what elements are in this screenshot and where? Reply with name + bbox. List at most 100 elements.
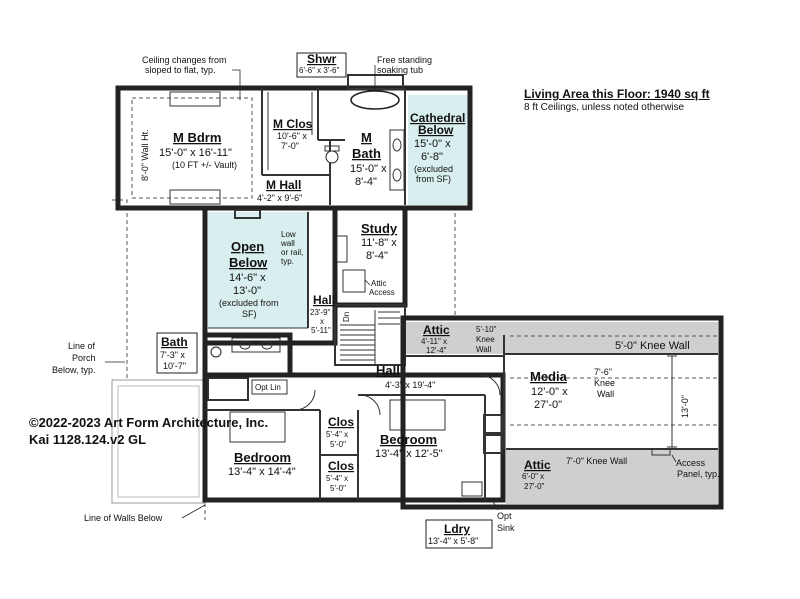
media-vertical-dim: 13'-0" bbox=[680, 395, 690, 418]
ceiling-note: 8 ft Ceilings, unless noted otherwise bbox=[524, 102, 685, 113]
attic-top-dims-2: 12'-4" bbox=[426, 346, 447, 355]
mbath-dims-2: 8'-4" bbox=[355, 176, 377, 188]
porch-note-2: Porch bbox=[72, 353, 96, 363]
cathedral-name-2: Below bbox=[418, 123, 454, 137]
mbdrm-dims: 15'-0" x 16'-11" bbox=[159, 147, 232, 159]
ldry-sink bbox=[461, 481, 483, 497]
knee-mid-2: Knee bbox=[594, 378, 615, 388]
ceiling-change-note-1: Ceiling changes from bbox=[142, 55, 227, 65]
bedroom-l-name: Bedroom bbox=[234, 450, 291, 465]
mbath-dims-1: 15'-0" x bbox=[350, 163, 387, 175]
porch-wall-below-inner bbox=[117, 385, 200, 498]
attic-top-name: Attic bbox=[423, 323, 450, 337]
cathedral-note-1: (excluded bbox=[414, 164, 453, 174]
study-dims-2: 8'-4" bbox=[366, 250, 388, 262]
ceiling-change-note-2: sloped to flat, typ. bbox=[145, 65, 216, 75]
clos1-dims-2: 5'-0" bbox=[330, 440, 346, 449]
living-area-title: Living Area this Floor: 1940 sq ft bbox=[524, 87, 710, 101]
mbath-name-2: Bath bbox=[352, 146, 381, 161]
mbdrm-bed-top bbox=[169, 91, 221, 107]
tub-note-2: soaking tub bbox=[377, 65, 423, 75]
bedroom-r-door-swing bbox=[359, 394, 381, 416]
lower-outer-wall bbox=[202, 372, 506, 503]
open-below-name-1: Open bbox=[231, 239, 264, 254]
soaking-tub bbox=[350, 90, 400, 110]
tub-note-1: Free standing bbox=[377, 55, 432, 65]
opt-lin-label: Opt Lin bbox=[255, 383, 281, 392]
attic-top-fill bbox=[406, 322, 504, 354]
knee-wall-top: 5'-0" Knee Wall bbox=[615, 340, 690, 352]
mbdrm-wall-ht: 8'-0" Wall Ht. bbox=[140, 129, 150, 181]
porch-note-3: Below, typ. bbox=[52, 365, 96, 375]
plan-id: Kai 1128.124.v2 GL bbox=[29, 432, 147, 447]
cathedral-name-1: Cathedral bbox=[410, 111, 465, 125]
hall-v-name: Hall bbox=[313, 293, 335, 307]
open-below-niche bbox=[234, 209, 261, 219]
mhall-dims: 4'-2" x 9'-6" bbox=[257, 193, 302, 203]
ceiling-change-leader bbox=[232, 69, 241, 100]
media-wing-outer-wall bbox=[400, 315, 724, 510]
attic-bottom-name: Attic bbox=[524, 458, 551, 472]
mbath-vanity bbox=[389, 129, 405, 191]
open-below-fill bbox=[208, 212, 308, 328]
access-panel-2: Panel, typ. bbox=[677, 469, 720, 479]
knee-mid-1: 7'-6" bbox=[594, 367, 612, 377]
mbath-toilet bbox=[325, 150, 339, 164]
attic-bottom-dims-1: 6'-0" x bbox=[522, 472, 544, 481]
knee-small-3: Wall bbox=[476, 345, 491, 354]
bath-toilet bbox=[210, 346, 222, 358]
mclos-dims-2: 7'-0" bbox=[281, 141, 299, 151]
walls-below-note: Line of Walls Below bbox=[84, 513, 163, 523]
bath-label-box bbox=[156, 332, 198, 374]
open-below-note-2: SF) bbox=[242, 309, 257, 319]
attic-access-leader bbox=[364, 279, 371, 286]
copyright-text: ©2022-2023 Art Form Architecture, Inc. bbox=[29, 415, 269, 430]
knee-small-1: 5'-10" bbox=[476, 325, 497, 334]
mhall-name: M Hall bbox=[266, 178, 301, 192]
mbath-name-1: M bbox=[361, 130, 372, 145]
attic-access-1: Attic bbox=[371, 279, 387, 288]
mbath-sink-2 bbox=[392, 168, 402, 182]
clos2-dims-2: 5'-0" bbox=[330, 484, 346, 493]
ldry-machine-2 bbox=[483, 434, 503, 454]
mbdrm-name: M Bdrm bbox=[173, 130, 221, 145]
bath-tub bbox=[207, 377, 249, 401]
hall-door-swing bbox=[479, 374, 501, 396]
open-below-dims-2: 13'-0" bbox=[233, 285, 261, 297]
bath-sink-1 bbox=[239, 340, 251, 350]
mclos-name: M Clos bbox=[273, 117, 313, 131]
mbath-sink-1 bbox=[392, 138, 402, 152]
hall-v-dims-3: 5'-11" bbox=[311, 326, 331, 335]
media-name: Media bbox=[530, 369, 568, 384]
bath-vanity bbox=[231, 337, 281, 353]
attic-access-box bbox=[342, 269, 366, 293]
attic-bottom-fill bbox=[506, 449, 718, 504]
walls-below-leader bbox=[181, 504, 206, 519]
hall-h-dims: 4'-3" x 19'-4" bbox=[385, 380, 435, 390]
ldry-machine-1 bbox=[483, 414, 503, 434]
bath-sink-2 bbox=[261, 340, 273, 350]
study-closet bbox=[336, 235, 348, 263]
media-dims-1: 12'-0" x bbox=[531, 386, 568, 398]
bath-dims-1: 7'-3" x bbox=[160, 350, 185, 360]
vault-line bbox=[131, 97, 253, 199]
clos1-name: Clos bbox=[328, 415, 354, 429]
opt-sink-2: Sink bbox=[497, 523, 515, 533]
porch-note-1: Line of bbox=[68, 341, 96, 351]
cathedral-dims-1: 15'-0" x bbox=[414, 138, 451, 150]
opt-lin-box bbox=[251, 379, 288, 395]
hall-h-name: Hall bbox=[376, 363, 400, 378]
clos1-dims-1: 5'-4" x bbox=[326, 430, 348, 439]
media-dims-2: 27'-0" bbox=[534, 399, 562, 411]
attic-top-right-fill bbox=[504, 322, 718, 354]
bedroom-door-swing bbox=[294, 389, 316, 411]
low-wall-3: or rail, bbox=[281, 248, 303, 257]
mbath-toilet-tank bbox=[324, 145, 340, 152]
low-wall-2: wall bbox=[280, 239, 295, 248]
clos2-dims-1: 5'-4" x bbox=[326, 474, 348, 483]
access-panel-1: Access bbox=[676, 458, 706, 468]
opt-sink-1: Opt bbox=[497, 511, 512, 521]
mbdrm-bed-bottom bbox=[169, 189, 221, 205]
mbdrm-note: (10 FT +/- Vault) bbox=[172, 160, 237, 170]
bath-dims-2: 10'-7" bbox=[163, 361, 186, 371]
